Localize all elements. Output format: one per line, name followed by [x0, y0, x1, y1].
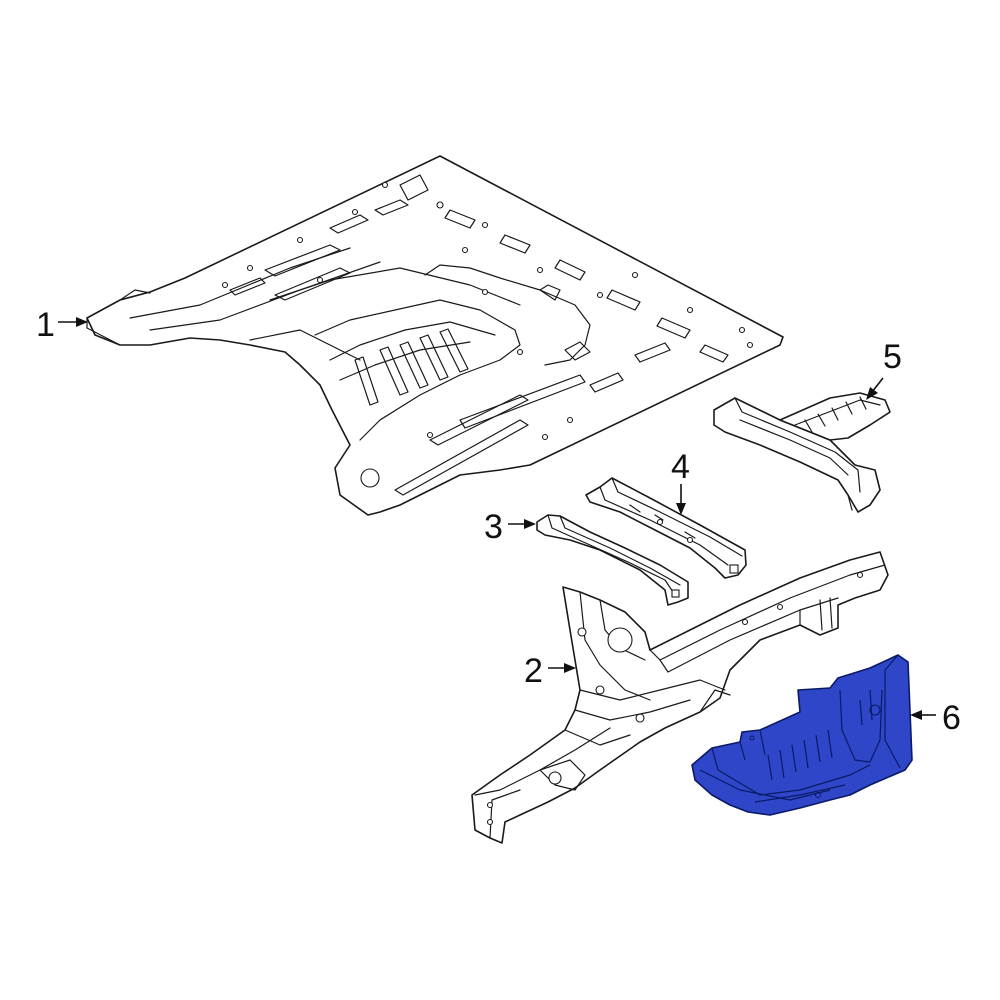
callout-4: 4 [671, 448, 690, 515]
callout-5-number: 5 [883, 338, 902, 376]
callout-5: 5 [866, 338, 902, 400]
callout-3: 3 [484, 508, 536, 546]
part-4-crossmember[interactable] [585, 477, 747, 579]
part-6-floor-section[interactable] [691, 654, 913, 816]
part-3-crossmember[interactable] [536, 514, 689, 606]
callout-2-number: 2 [524, 652, 543, 690]
callout-3-number: 3 [484, 508, 503, 546]
callout-1: 1 [36, 306, 88, 344]
callout-6: 6 [910, 699, 961, 737]
part-2-frame-rail[interactable] [471, 551, 889, 844]
part-1-floor-pan[interactable] [86, 155, 784, 516]
callout-4-number: 4 [671, 448, 690, 486]
callout-2: 2 [524, 652, 576, 690]
callout-1-number: 1 [36, 306, 55, 344]
callout-6-number: 6 [942, 699, 961, 737]
part-5-crossmember[interactable] [713, 392, 891, 513]
